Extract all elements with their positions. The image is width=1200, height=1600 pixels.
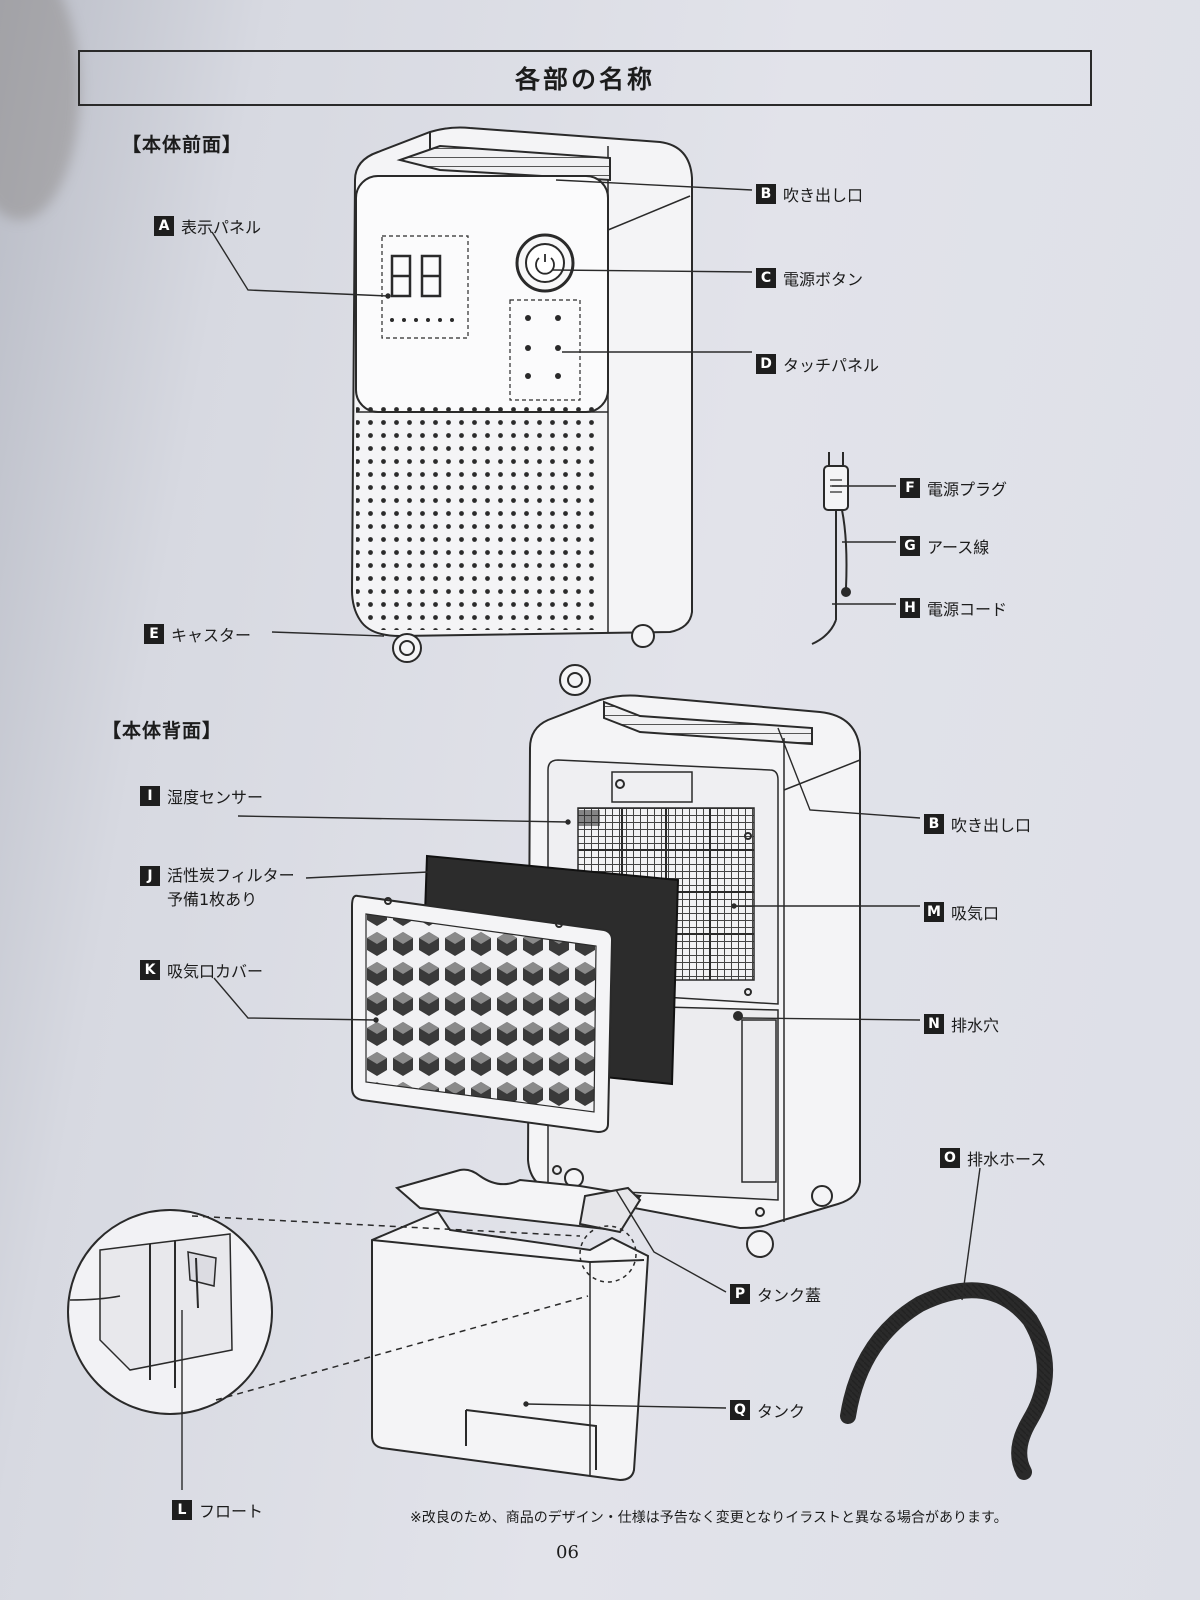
label-drain-hose: O 排水ホース [940, 1146, 1046, 1170]
label-text: タンク蓋 [757, 1286, 822, 1305]
badge-k: K [140, 960, 160, 980]
label-text: 電源ボタン [783, 270, 864, 289]
label-text: 吹き出し口 [951, 816, 1032, 835]
page-number: 06 [556, 1542, 579, 1563]
label-text: キャスター [171, 626, 252, 645]
badge-o: O [940, 1148, 960, 1168]
badge-h: H [900, 598, 920, 618]
label-ground-wire: G アース線 [900, 534, 989, 558]
label-text: 表示パネル [181, 218, 262, 237]
intake-cover [351, 894, 614, 1134]
badge-f: F [900, 478, 920, 498]
label-air-intake: M 吸気口 [924, 900, 999, 924]
badge-c: C [756, 268, 776, 288]
label-power-button: C 電源ボタン [756, 266, 863, 290]
footer-note: ※改良のため、商品のデザイン・仕様は予告なく変更となりイラストと異なる場合があり… [410, 1510, 1008, 1526]
label-text: 電源コード [927, 600, 1008, 619]
badge-m: M [924, 902, 944, 922]
badge-q: Q [730, 1400, 750, 1420]
label-text: アース線 [927, 538, 990, 557]
tank-lid [394, 1168, 642, 1234]
label-tank: Q タンク [730, 1398, 805, 1422]
label-text: タッチパネル [783, 356, 880, 375]
label-text: フロート [199, 1502, 264, 1521]
badge-g: G [900, 536, 920, 556]
badge-j: J [140, 866, 160, 886]
badge-b2: B [924, 814, 944, 834]
label-humidity-sensor: I 湿度センサー [140, 784, 263, 808]
label-text: 排水ホース [967, 1150, 1047, 1169]
section-front-heading: 【本体前面】 [122, 134, 243, 156]
label-caster: E キャスター [144, 622, 251, 646]
badge-b: B [756, 184, 776, 204]
label-text: 吸気口カバー [167, 962, 264, 981]
label-text: 吸気口 [951, 904, 1000, 923]
badge-p: P [730, 1284, 750, 1304]
title-box: 各部の名称 [78, 50, 1092, 106]
label-float: L フロート [172, 1498, 263, 1522]
label-subtext: 予備1枚あり [167, 890, 258, 909]
badge-d: D [756, 354, 776, 374]
badge-n: N [924, 1014, 944, 1034]
badge-i: I [140, 786, 160, 806]
label-text: 湿度センサー [167, 788, 264, 807]
leader-lines [181, 179, 981, 1490]
label-text: 吹き出し口 [783, 186, 864, 205]
label-text: 排水穴 [951, 1016, 1000, 1035]
label-text: 活性炭フィルター [167, 866, 295, 885]
label-text: タンク [757, 1402, 806, 1421]
badge-l: L [172, 1500, 192, 1520]
label-carbon-filter: J 活性炭フィルター 予備1枚あり [140, 864, 295, 912]
section-back-heading: 【本体背面】 [102, 720, 223, 742]
label-touch-panel: D タッチパネル [756, 352, 879, 376]
badge-e: E [144, 624, 164, 644]
label-drain-hole: N 排水穴 [924, 1012, 999, 1036]
label-intake-cover: K 吸気口カバー [140, 958, 263, 982]
label-tank-lid: P タンク蓋 [730, 1282, 821, 1306]
page-title: 各部の名称 [514, 65, 655, 94]
drain-hose [840, 1282, 1053, 1480]
magnify-dashes [191, 1215, 637, 1401]
label-display-panel: A 表示パネル [154, 214, 261, 238]
float-detail [67, 1209, 273, 1415]
front-unit [350, 126, 693, 696]
label-text: 電源プラグ [927, 480, 1008, 499]
badge-a: A [154, 216, 174, 236]
tank [371, 1210, 650, 1482]
label-power-cord: H 電源コード [900, 596, 1007, 620]
label-air-outlet-back: B 吹き出し口 [924, 812, 1031, 836]
label-air-outlet: B 吹き出し口 [756, 182, 863, 206]
label-power-plug: F 電源プラグ [900, 476, 1007, 500]
power-plug [811, 452, 851, 645]
